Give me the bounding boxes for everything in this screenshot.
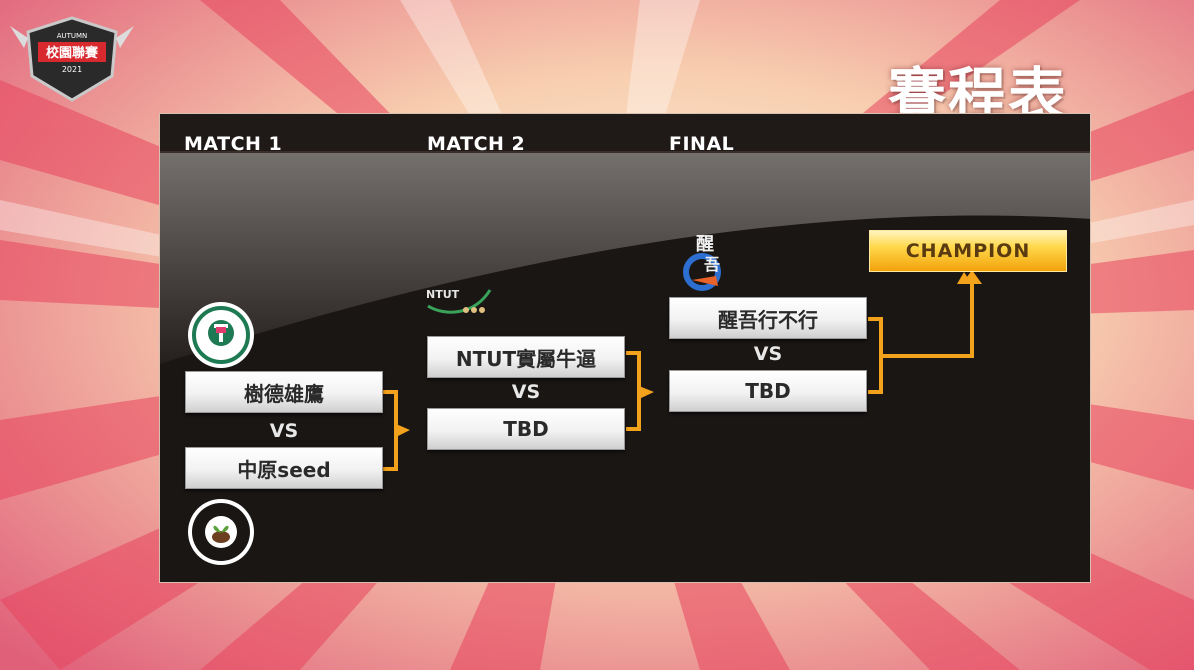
logo-top-text: AUTUMN bbox=[57, 32, 88, 40]
cycu-seed-logo bbox=[188, 499, 254, 565]
panel-sheen bbox=[160, 114, 1090, 364]
final-header: FINAL bbox=[669, 133, 735, 155]
bracket-connectors bbox=[383, 270, 982, 471]
svg-text:NTUT: NTUT bbox=[426, 288, 460, 301]
match2-header: MATCH 2 bbox=[427, 133, 526, 155]
shu-te-university-logo bbox=[188, 302, 254, 368]
svg-text:校園聯賽: 校園聯賽 bbox=[46, 45, 99, 61]
match2-team-b: TBD bbox=[427, 408, 625, 450]
match1-team-a: 樹德雄鷹 bbox=[185, 371, 383, 413]
match1-header: MATCH 1 bbox=[184, 133, 283, 155]
match1-team-b: 中原seed bbox=[185, 447, 383, 489]
svg-text:吾: 吾 bbox=[704, 255, 720, 274]
header-divider bbox=[160, 151, 1090, 153]
ntut-team-logo: NTUT bbox=[426, 288, 492, 314]
final-team-b: TBD bbox=[669, 370, 867, 412]
match2-vs: VS bbox=[511, 381, 541, 403]
event-logo: AUTUMN 校園聯賽 2021 bbox=[10, 16, 134, 102]
svg-text:2021: 2021 bbox=[62, 65, 82, 74]
final-team-a: 醒吾行不行 bbox=[669, 297, 867, 339]
svg-text:醒: 醒 bbox=[696, 234, 714, 255]
champion-label: CHAMPION bbox=[869, 230, 1067, 272]
bracket-panel: MATCH 1 MATCH 2 FINAL 樹德雄鷹 VS 中原seed bbox=[159, 113, 1091, 583]
xingwu-team-logo: 醒 吾 bbox=[683, 234, 721, 291]
match2-team-a: NTUT實屬牛逼 bbox=[427, 336, 625, 378]
final-vs: VS bbox=[753, 343, 783, 365]
match1-vs: VS bbox=[269, 420, 299, 442]
